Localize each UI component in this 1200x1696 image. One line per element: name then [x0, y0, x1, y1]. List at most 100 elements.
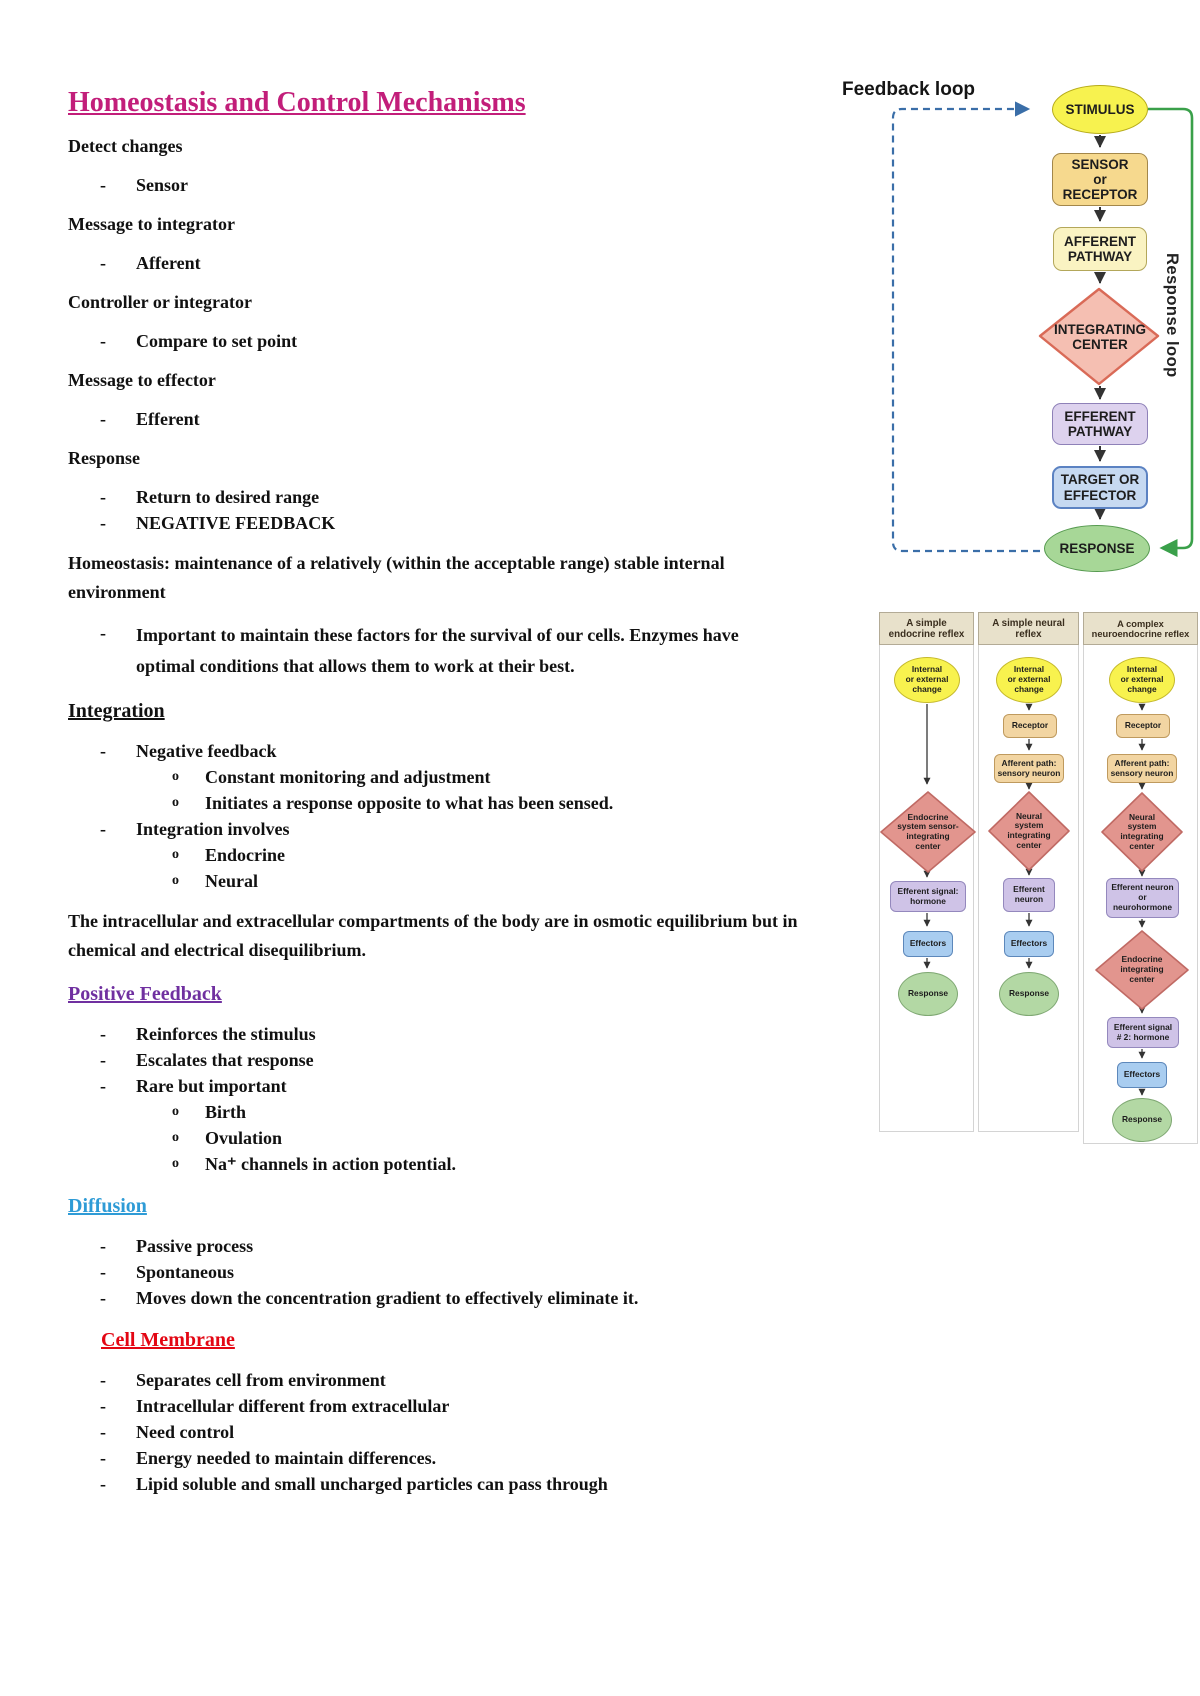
- dash-bullet: -: [100, 1050, 106, 1070]
- dash-bullet: -: [100, 1422, 106, 1442]
- dash-bullet: -: [100, 253, 106, 273]
- receptor-node: Receptor: [1116, 714, 1170, 738]
- list-item: -Moves down the concentration gradient t…: [68, 1285, 800, 1311]
- dash-bullet: -: [100, 175, 106, 195]
- dash-bullet: -: [100, 1396, 106, 1416]
- response-loop-label: Response loop: [1163, 253, 1181, 378]
- paragraph: The intracellular and extracellular comp…: [68, 911, 798, 960]
- paragraph: Homeostasis: maintenance of a relatively…: [68, 553, 725, 602]
- dash-bullet: -: [100, 1262, 106, 1282]
- list-item: -Separates cell from environment: [68, 1367, 800, 1393]
- effectors-node: Effectors: [903, 931, 953, 957]
- column-header-neural-reflex: A simple neural reflex: [978, 612, 1079, 645]
- list-item: -Sensor: [68, 172, 800, 198]
- dash-bullet: -: [100, 623, 106, 643]
- paragraph: Message to integrator: [68, 214, 235, 234]
- column-header-endocrine-reflex: A simple endocrine reflex: [879, 612, 974, 645]
- target-or-effector-node: TARGET OR EFFECTOR: [1052, 466, 1148, 509]
- sensor-or-receptor-node: SENSOR or RECEPTOR: [1052, 153, 1148, 206]
- column-header-neuroendocrine-reflex: A complex neuroendocrine reflex: [1083, 612, 1198, 645]
- dash-bullet: -: [100, 1474, 106, 1494]
- list-item: -Efferent: [68, 406, 800, 432]
- section-heading-diffusion: Diffusion: [68, 1195, 147, 1217]
- endocrine-integrating-center-node: Endocrine integrating center: [1120, 954, 1164, 984]
- paragraph: Response: [68, 448, 141, 468]
- effectors-node: Effectors: [1004, 931, 1054, 957]
- dash-bullet: -: [100, 487, 106, 507]
- dash-bullet: -: [100, 741, 106, 761]
- dash-bullet: -: [100, 819, 106, 839]
- circle-bullet: o: [172, 769, 179, 784]
- list-item: -Return to desired range: [68, 484, 800, 510]
- section-heading-positive-feedback: Positive Feedback: [68, 983, 222, 1005]
- list-item: -Afferent: [68, 250, 800, 276]
- paragraph: Detect changes: [68, 136, 183, 156]
- reflex-diagram-connectors: [880, 703, 1189, 1096]
- change-node: Internal or external change: [1109, 657, 1175, 703]
- paragraph: Controller or integrator: [68, 292, 252, 312]
- dash-bullet: -: [100, 1288, 106, 1308]
- dash-bullet: -: [100, 1076, 106, 1096]
- circle-bullet: o: [172, 1104, 179, 1119]
- list-item: -Compare to set point: [68, 328, 800, 354]
- circle-bullet: o: [172, 847, 179, 862]
- list-item: -Spontaneous: [68, 1259, 800, 1285]
- dash-bullet: -: [100, 1024, 106, 1044]
- endocrine-integrating-center-node: Endocrine system sensor- integrating cen…: [897, 811, 959, 851]
- response-node: Response: [999, 972, 1059, 1016]
- change-node: Internal or external change: [894, 657, 960, 703]
- efferent-signal-2-hormone-node: Efferent signal # 2: hormone: [1107, 1017, 1179, 1048]
- afferent-path-node: Afferent path: sensory neuron: [1107, 754, 1177, 783]
- dash-bullet: -: [100, 1236, 106, 1256]
- dash-bullet: -: [100, 1370, 106, 1390]
- dash-bullet: -: [100, 1448, 106, 1468]
- section-heading-cell-membrane: Cell Membrane: [101, 1329, 235, 1351]
- list-item: -Important to maintain these factors for…: [68, 620, 800, 682]
- list-item: -Intracellular different from extracellu…: [68, 1393, 800, 1419]
- list-item: -Lipid soluble and small uncharged parti…: [68, 1471, 800, 1497]
- list-item: -Negative feedback: [68, 738, 800, 764]
- efferent-signal-hormone-node: Efferent signal: hormone: [890, 881, 966, 912]
- dash-bullet: -: [100, 513, 106, 533]
- circle-bullet: o: [172, 1130, 179, 1145]
- circle-bullet: o: [172, 1156, 179, 1171]
- list-item: -NEGATIVE FEEDBACK: [68, 510, 800, 536]
- receptor-node: Receptor: [1003, 714, 1057, 738]
- feedback-loop-label: Feedback loop: [842, 79, 976, 100]
- afferent-pathway-node: AFFERENT PATHWAY: [1053, 227, 1147, 271]
- list-item: -Integration involves: [68, 816, 800, 842]
- list-item: -Escalates that response: [68, 1047, 800, 1073]
- response-node: RESPONSE: [1044, 525, 1150, 572]
- efferent-neuron-or-neurohormone-node: Efferent neuron or neurohormone: [1106, 878, 1179, 918]
- list-item: -Need control: [68, 1419, 800, 1445]
- list-item: -Energy needed to maintain differences.: [68, 1445, 800, 1471]
- efferent-pathway-node: EFFERENT PATHWAY: [1052, 403, 1148, 445]
- neural-integrating-center-node: Neural system integrating center: [1007, 810, 1051, 850]
- document-text-column: Homeostasis and Control Mechanisms Detec…: [68, 86, 800, 1497]
- page-title: Homeostasis and Control Mechanisms: [68, 87, 526, 118]
- list-item: -Rare but important: [68, 1073, 800, 1099]
- paragraph: Message to effector: [68, 370, 216, 390]
- neural-integrating-center-node: Neural system integrating center: [1120, 811, 1164, 851]
- effectors-node: Effectors: [1117, 1062, 1167, 1088]
- dash-bullet: -: [100, 331, 106, 351]
- efferent-neuron-node: Efferent neuron: [1003, 878, 1055, 912]
- circle-bullet: o: [172, 795, 179, 810]
- response-node: Response: [1112, 1098, 1172, 1142]
- stimulus-node: STIMULUS: [1052, 85, 1148, 134]
- list-item: -Passive process: [68, 1233, 800, 1259]
- integrating-center-node: INTEGRATING CENTER: [1054, 321, 1146, 352]
- circle-bullet: o: [172, 873, 179, 888]
- response-node: Response: [898, 972, 958, 1016]
- section-heading-integration: Integration: [68, 700, 165, 722]
- afferent-path-node: Afferent path: sensory neuron: [994, 754, 1064, 783]
- change-node: Internal or external change: [996, 657, 1062, 703]
